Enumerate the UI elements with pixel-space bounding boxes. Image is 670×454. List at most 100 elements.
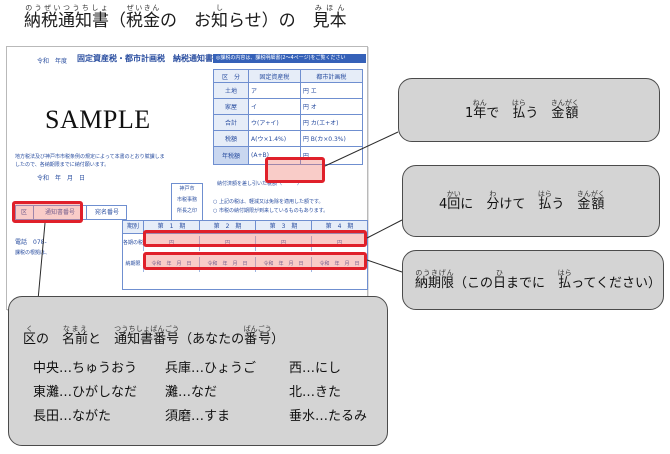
ruby-word: 通知書番号つうちしょばんごう — [114, 325, 180, 347]
callout-annual-amount: 1年ねんで 払はらう 金額きんがく — [398, 78, 660, 142]
row-label-house: 家屋 — [213, 98, 249, 115]
col-header-category: 区 分 — [213, 69, 249, 83]
page-title: 納税通知書のうぜいつうちしょ（税金ぜいきんの お知しらせ）の 見本みほん — [24, 4, 347, 31]
annual-note: 納付済額を差し引いた税額（ ） — [217, 181, 303, 187]
ward-number-box: 区 通知書番号 宛名番号 — [15, 205, 127, 220]
address-number-label: 宛名番号 — [86, 206, 127, 219]
notice-line-2: ○ 市税の納付期限が到来しているものもあります。 — [213, 208, 329, 214]
cell-land-fixed: ア — [248, 82, 301, 99]
date-label: 令和 年 月 日 — [37, 175, 86, 182]
document-name: 固定資産税・都市計画税 納税通知書 — [77, 54, 213, 63]
header-period-4: 第 4 期 — [311, 221, 367, 233]
official-stamp: 神戸市 市税事務 所長之印 — [171, 183, 203, 221]
deadline-period-4: 令和 年 月 日 — [311, 257, 367, 272]
cell-total-fixed: ウ(ア+イ) — [248, 114, 301, 131]
era-label: 令和 年度 — [37, 58, 68, 65]
cell-annual-fixed: (A+B) — [248, 146, 301, 165]
amount-period-2: 円 — [199, 236, 255, 251]
highlight-annual-tax — [265, 157, 325, 183]
text-run: （この — [454, 276, 494, 291]
cell-tax-city: 円 B(カ×0.3%) — [299, 130, 364, 147]
ward-row-1-col-1: 中央…ちゅうおう — [33, 361, 138, 376]
ward-label: 区 — [20, 209, 27, 216]
ruby-word: 払はら — [537, 190, 552, 212]
row-label-tax-amount: 税額 — [213, 130, 249, 147]
text-run: までに — [506, 276, 559, 291]
ward-row-2-col-1: 東灘…ひがしなだ — [33, 385, 138, 400]
stamp-line-3: 所長之印 — [176, 208, 197, 214]
ruby-word: 金額きんがく — [550, 99, 579, 121]
cell-house-fixed: イ — [248, 98, 301, 115]
amount-period-4: 円 — [311, 236, 367, 251]
ruby-word: 分わ — [486, 190, 500, 212]
text-run: と — [88, 332, 115, 347]
highlight-installments — [143, 230, 367, 247]
header-period: 期別 — [126, 223, 139, 230]
tax-breakdown-table: 区 分 固定資産税 都市計画税 土地 ア 円 エ 家屋 イ 円 オ 合計 ウ(ア… — [213, 69, 364, 165]
cell-tax-fixed: A(ウ×1.4%) — [248, 130, 301, 147]
ruby-word: 番号ばんごう — [243, 325, 272, 347]
ward-row-1-col-2: 兵庫…ひょうご — [165, 361, 257, 376]
sample-label: SAMPLE — [45, 105, 151, 134]
ward-row-2-col-2: 灘…なだ — [165, 385, 218, 400]
stamp-line-2: 市税事務 — [176, 197, 197, 203]
row-label-annual-tax: 年税額 — [213, 146, 249, 165]
text-run: に — [460, 197, 487, 212]
text-run: （ — [109, 11, 126, 31]
ruby-word: 払はら — [557, 269, 572, 291]
text-run: で — [486, 106, 513, 121]
header-period-3: 第 3 期 — [255, 221, 311, 233]
ward-callout-title: 区くの 名前なまえと 通知書番号つうちしょばんごう（あなたの番号ばんごう） — [23, 325, 284, 347]
mayor-label: 課税の根拠は、 — [15, 250, 51, 256]
tax-notice-form: 令和 年度 固定資産税・都市計画税 納税通知書 ◎課税の内容は、課税明細書(2～… — [6, 46, 368, 310]
text-run: の お — [160, 11, 211, 31]
ward-row-1-col-3: 西…にし — [289, 361, 342, 376]
ward-row-3-col-1: 長田…ながた — [33, 409, 112, 424]
deadline-period-3: 令和 年 月 日 — [255, 257, 311, 272]
text-run: （あなたの — [179, 332, 245, 347]
cell-land-city: 円 エ — [299, 82, 364, 99]
ruby-word: 納税通知書のうぜいつうちしょ — [24, 4, 109, 31]
callout-installment-amount: 4回かいに 分わけて 払はらう 金額きんがく — [402, 165, 660, 237]
ruby-word: 日ひ — [493, 269, 507, 291]
ruby-word: 払はら — [511, 99, 526, 121]
text-run: 4 — [439, 197, 448, 212]
ward-row-2-col-3: 北…きた — [289, 385, 342, 400]
text-run: らせ）の — [228, 11, 313, 31]
col-header-city-planning-tax: 都市計画税 — [299, 69, 364, 83]
text-run: う — [551, 197, 578, 212]
text-run: ってください） — [571, 276, 662, 291]
ward-row-3-col-3: 垂水…たるみ — [289, 409, 368, 424]
ruby-word: 金額きんがく — [576, 190, 605, 212]
ruby-word: 名前なまえ — [62, 325, 89, 347]
ward-row-3-col-2: 須磨…すま — [165, 409, 231, 424]
header-note: ◎課税の内容は、課税明細書(2～4ページ)をご覧ください — [213, 54, 366, 63]
deadline-row-label: 納期限 — [125, 261, 141, 267]
stamp-line-1: 神戸市 — [179, 186, 195, 192]
callout-installment-text: 4回かいに 分わけて 払はらう 金額きんがく — [439, 190, 605, 212]
highlight-deadlines — [143, 252, 367, 270]
ruby-word: 知し — [211, 4, 228, 31]
ruby-word: 税金ぜいきん — [126, 4, 160, 31]
header-period-2: 第 2 期 — [199, 221, 255, 233]
notice-text: 地方税法及び神戸市市税条例の規定によって本書のとおり賦課しましたので、各納期限ま… — [15, 154, 165, 168]
callout-deadline-text: 納期限のうきげん（この日ひまでに 払はらってください） — [415, 269, 661, 291]
text-run: けて — [499, 197, 539, 212]
ruby-word: 区く — [23, 325, 37, 347]
ruby-word: 回かい — [446, 190, 461, 212]
notice-line-1: ○ 上記の税は、軽減又は免除を適用した額です。 — [213, 199, 324, 205]
amount-row-label: 各期の税額 — [123, 240, 143, 246]
cell-total-city: 円 カ(エ+オ) — [299, 114, 364, 131]
col-header-fixed-asset-tax: 固定資産税 — [248, 69, 301, 83]
contact-label: 電話 078- — [15, 239, 47, 246]
callout-annual-text: 1年ねんで 払はらう 金額きんがく — [465, 99, 579, 121]
text-run: ） — [271, 332, 285, 347]
text-run: の — [36, 332, 63, 347]
text-run: 1 — [465, 106, 474, 121]
deadline-period-2: 令和 年 月 日 — [199, 257, 255, 272]
notice-number-label: 通知書番号 — [33, 206, 86, 219]
row-label-total: 合計 — [213, 114, 249, 131]
ruby-word: 年ねん — [472, 99, 487, 121]
cell-house-city: 円 オ — [299, 98, 364, 115]
ruby-word: 見本みほん — [312, 4, 347, 31]
